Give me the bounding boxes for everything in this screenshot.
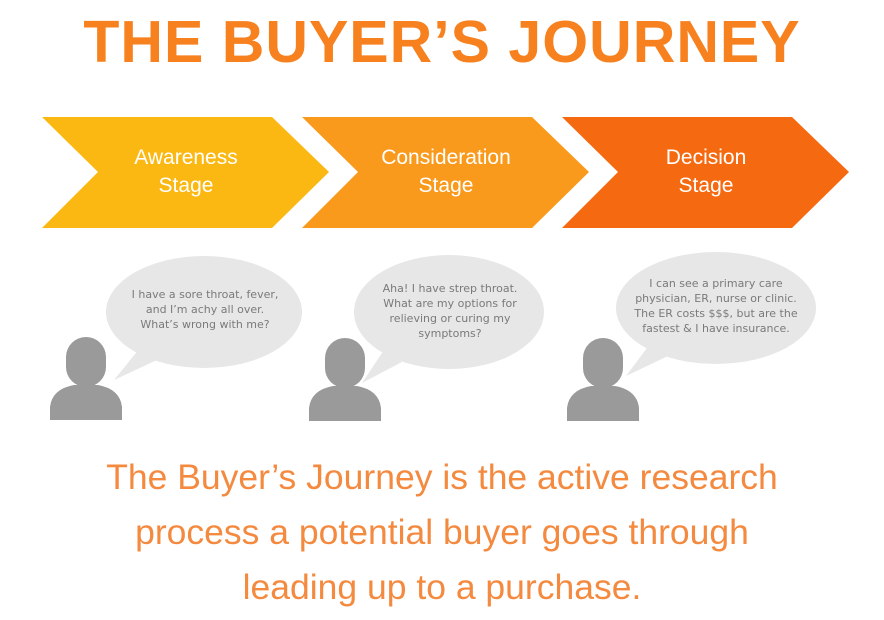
consideration-bubble-text: Aha! I have strep throat. What are my op… [382,282,518,340]
decision-stage-chevron [562,117,849,228]
decision-stage-label: Decision Stage [665,146,747,197]
decision-bubble-text: I can see a primary care physician, ER, … [634,277,798,335]
awareness-stage-chevron [42,117,329,228]
person-icon [309,338,381,421]
consideration-stage-label: Consideration Stage [381,146,511,197]
awareness-bubble-text: I have a sore throat, fever, and I’m ach… [131,288,279,331]
awareness-stage-label: Awareness Stage [134,146,238,197]
consideration-speech-bubble [354,255,544,383]
awareness-speech-bubble [106,256,302,380]
journey-description: The Buyer’s Journey is the active resear… [106,457,778,607]
consideration-stage-chevron [302,117,589,228]
page-title: THE BUYER’S JOURNEY [83,9,801,75]
decision-speech-bubble [616,252,816,376]
person-icon [50,337,122,420]
person-icon [567,338,639,421]
